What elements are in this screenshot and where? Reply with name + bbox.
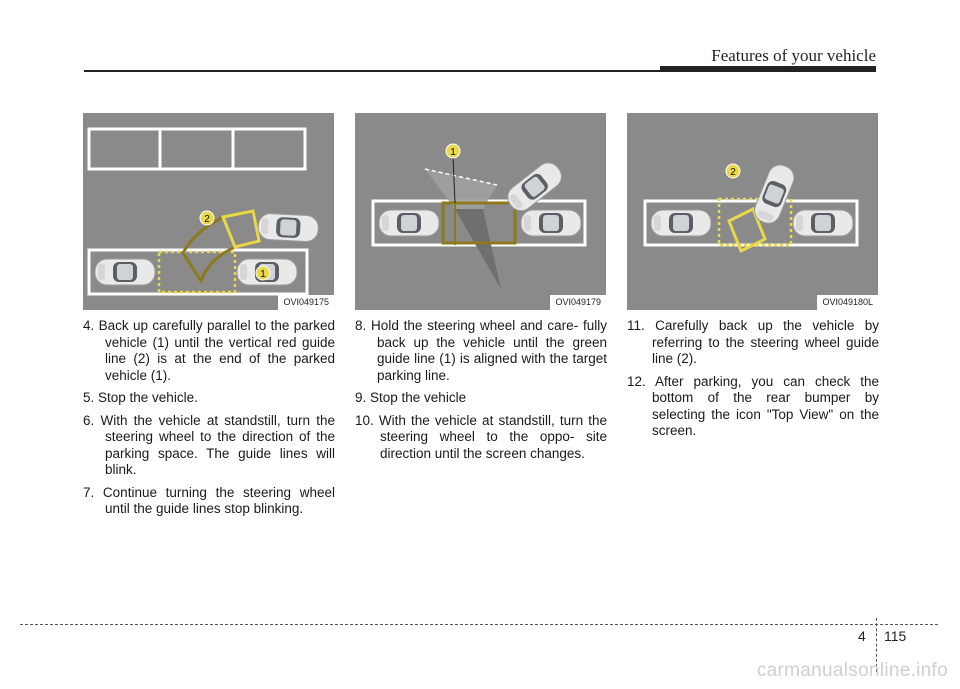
watermark: carmanualsonline.info [756, 660, 948, 681]
column-1: 4. Back up carefully parallel to the par… [83, 318, 335, 524]
figure-2: 1 OVI049179 [355, 113, 606, 310]
callout-1: 1 [260, 269, 266, 280]
parking-diagram-1: 2 1 [87, 127, 320, 296]
page-number: 115 [884, 628, 907, 644]
header-rule-accent [660, 66, 876, 72]
header-title: Features of your vehicle [711, 46, 876, 65]
step-11: 11. Carefully back up the vehicle by ref… [627, 318, 879, 366]
footer-divider [876, 618, 877, 672]
step-5: 5. Stop the vehicle. [83, 390, 198, 405]
column-2: 8. Hold the steering wheel and care- ful… [355, 318, 607, 468]
figure-code: OVI049175 [278, 295, 334, 310]
step-6: 6. With the vehicle at standstill, turn … [83, 412, 335, 478]
step-7: 7. Continue turning the steering wheel u… [83, 484, 335, 517]
step-4: 4. Back up carefully parallel to the par… [83, 318, 335, 383]
figure-1: 2 1 OVI049175 [83, 113, 334, 310]
step-10: 10. With the vehicle at standstill, turn… [355, 412, 607, 461]
callout-2: 2 [204, 214, 210, 225]
callout-2: 2 [730, 167, 736, 178]
step-9: 9. Stop the vehicle [355, 390, 467, 405]
parking-diagram-2: 1 [371, 143, 587, 289]
callout-1: 1 [450, 147, 456, 158]
column-3: 11. Carefully back up the vehicle by ref… [627, 318, 879, 446]
header-rule [84, 70, 876, 72]
footer-rule [20, 624, 938, 625]
figure-3: 2 OVI049180L [627, 113, 878, 310]
step-12: 12. After parking, you can check the bot… [627, 373, 879, 439]
step-8: 8. Hold the steering wheel and care- ful… [355, 318, 607, 383]
figure-code: OVI049179 [550, 295, 606, 310]
parking-diagram-3: 2 [643, 160, 859, 254]
figure-code: OVI049180L [817, 295, 878, 310]
chapter-number: 4 [858, 628, 866, 644]
